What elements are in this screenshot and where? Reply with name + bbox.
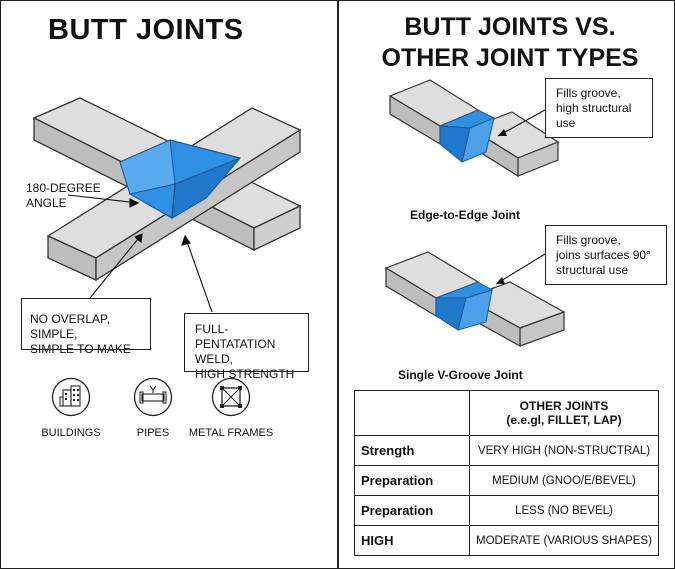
callout-weld-line-3: HIGH STRENGTH (195, 367, 295, 381)
table-row-label: Strength (354, 435, 470, 466)
table-row-value: MEDIUM (GNOO/E/BEVEL) (469, 465, 659, 496)
callout-weld-line-1: FULL-PENTATATION (195, 322, 276, 351)
table-row-label: Preparation (354, 495, 470, 526)
table-row: Preparation LESS (NO BEVEL) (354, 495, 659, 526)
icon-label-pipes: PIPES (136, 427, 170, 439)
table-header-other-joints: OTHER JOINTS (e.e.gl, FILLET, LAP) (469, 390, 659, 436)
right-title-line-2: OTHER JOINT TYPES (381, 44, 639, 72)
angle-label-line-2: ANGLE (26, 196, 67, 210)
callout-vgroove-line-3: structural use (556, 263, 629, 277)
panel-divider (337, 0, 339, 569)
left-title: BUTT JOINTS (48, 14, 244, 46)
right-title-line-1: BUTT JOINTS VS. (404, 13, 616, 41)
v-groove-joint-illustration (384, 251, 566, 348)
callout-vgroove-line-1: Fills groove, (556, 233, 621, 247)
edge-to-edge-joint-illustration (388, 79, 560, 178)
building-icon (51, 377, 91, 417)
callout-weld-line-2: WELD, (195, 352, 234, 366)
right-title: BUTT JOINTS VS. OTHER JOINT TYPES (360, 12, 660, 74)
table-row: Preparation MEDIUM (GNOO/E/BEVEL) (354, 465, 659, 496)
callout-full-penetration: FULL-PENTATATION WELD, HIGH STRENGTH (184, 313, 309, 381)
callout-edge-line-3: use (556, 116, 576, 130)
callout-no-overlap-line-2: SIMPLE TO MAKE (30, 342, 131, 356)
table-row-value: LESS (NO BEVEL) (469, 495, 659, 526)
table-header-line-2: (e.e.gl, FILLET, LAP) (506, 413, 622, 427)
table-row-label: HIGH (354, 525, 470, 556)
callout-edge-joint: Fills groove, high structural use (545, 78, 653, 138)
callout-no-overlap: NO OVERLAP, SIMPLE, SIMPLE TO MAKE (21, 298, 151, 356)
pipe-icon (133, 377, 173, 417)
callout-edge-line-2: high structural (556, 101, 632, 115)
angle-label-line-1: 180-DEGREE (26, 181, 101, 195)
table-row: HIGH MODERATE (VARIOUS SHAPES) (354, 525, 659, 556)
metal-frame-icon (211, 377, 251, 417)
callout-pointers (67, 194, 213, 313)
table-header-line-1: OTHER JOINTS (519, 399, 609, 413)
callout-vgroove-line-2: joins surfaces 90° (556, 248, 651, 262)
icon-label-metal-frames: METAL FRAMES (188, 427, 274, 439)
callout-v-groove: Fills groove, joins surfaces 90° structu… (545, 225, 667, 285)
callout-no-overlap-line-1: NO OVERLAP, SIMPLE, (30, 312, 110, 341)
caption-v-groove: Single V-Groove Joint (398, 368, 523, 382)
table-header-row: OTHER JOINTS (e.e.gl, FILLET, LAP) (354, 390, 659, 436)
weld-bead (119, 139, 242, 219)
comparison-table: OTHER JOINTS (e.e.gl, FILLET, LAP) Stren… (354, 390, 659, 556)
table-header-empty (354, 390, 470, 436)
caption-edge-to-edge: Edge-to-Edge Joint (410, 208, 520, 222)
callout-edge-line-1: Fills groove, (556, 86, 621, 100)
table-row: Strength VERY HIGH (NON-STRUCTRAL) (354, 435, 659, 466)
icon-label-buildings: BUILDINGS (41, 427, 101, 439)
table-row-label: Preparation (354, 465, 470, 496)
table-row-value: VERY HIGH (NON-STRUCTRAL) (469, 435, 659, 466)
table-row-value: MODERATE (VARIOUS SHAPES) (469, 525, 659, 556)
angle-label: 180-DEGREE ANGLE (26, 181, 101, 211)
